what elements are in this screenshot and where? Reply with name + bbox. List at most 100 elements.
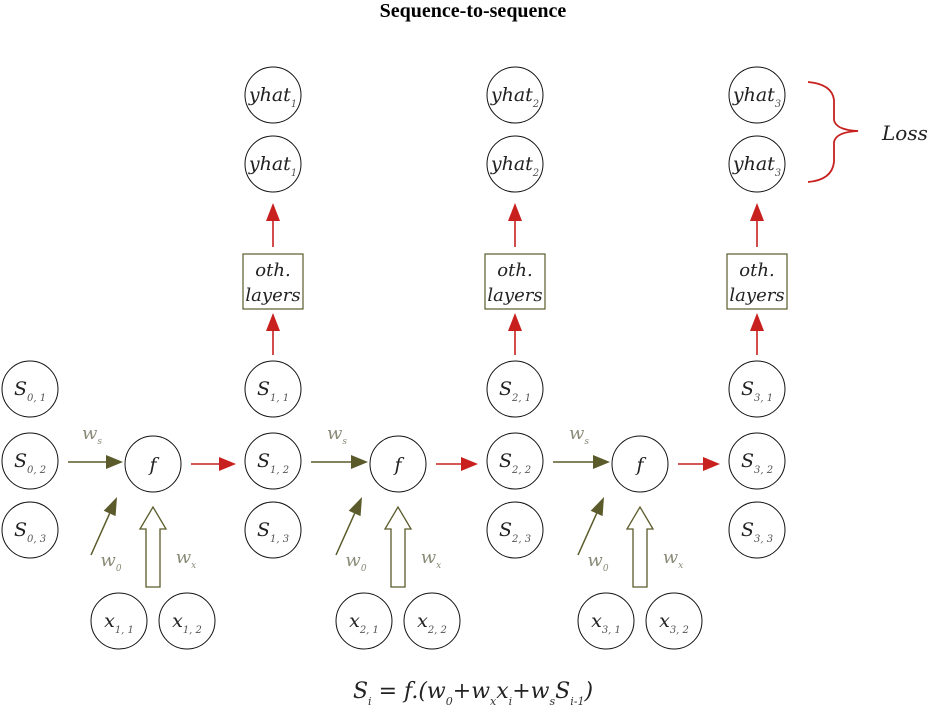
output-node-1-upper-label: yhat1	[248, 84, 297, 110]
input-node-2-2-circle	[403, 592, 461, 650]
state-node-3-1-label: S3, 1	[741, 378, 773, 404]
state-weight-arrow-2	[311, 455, 368, 469]
layers-to-output-arrow-1	[266, 203, 280, 247]
state-to-layers-arrow-3	[750, 313, 764, 355]
state-weight-arrow-3	[553, 455, 610, 469]
state-node-1-1-circle	[244, 360, 302, 418]
state-node-1-1: S1, 1	[244, 360, 302, 418]
other-layers-line1-2: oth.	[497, 260, 532, 281]
function-label-1: f	[147, 454, 159, 476]
output-state-arrow-2	[436, 457, 478, 471]
state-node-1-3-label: S1, 3	[257, 519, 289, 545]
state-weight-label-2: ws	[327, 423, 347, 447]
initial-state-node-2-circle	[1, 432, 59, 490]
input-node-3-2: x3, 2	[645, 592, 703, 650]
function-node-3: f	[611, 435, 669, 493]
bias-weight-arrow-2	[335, 497, 362, 556]
function-label-3: f	[634, 454, 646, 476]
output-node-1-upper: yhat1	[244, 66, 302, 124]
other-layers-line1-3: oth.	[739, 260, 774, 281]
state-weight-label-1: ws	[82, 423, 102, 447]
output-node-3-lower-label: yhat3	[732, 153, 781, 179]
other-layers-line2-3: layers	[729, 285, 784, 306]
input-node-3-1: x3, 1	[577, 592, 635, 650]
state-node-2-1-circle	[486, 360, 544, 418]
initial-state-node-3-label: S0, 3	[14, 519, 46, 545]
layers-to-output-arrow-2	[508, 203, 522, 247]
output-node-2-lower: yhat2	[486, 135, 544, 193]
loss-brace	[807, 81, 859, 183]
diagram-title: Sequence-to-sequence	[380, 0, 567, 22]
input-weight-label-2: wx	[421, 547, 442, 571]
state-to-layers-arrow-2	[508, 313, 522, 355]
bias-weight-arrow-3	[577, 497, 604, 556]
state-node-2-2-circle	[486, 432, 544, 490]
input-node-2-1-circle	[335, 592, 393, 650]
state-node-2-3-circle	[486, 501, 544, 559]
bias-weight-arrow-1	[90, 497, 117, 556]
layers-to-output-arrow-3	[750, 203, 764, 247]
state-node-1-2: S1, 2	[244, 432, 302, 490]
initial-state-node-1: S0, 1	[1, 360, 59, 418]
input-node-2-1-label: x2, 1	[349, 610, 379, 636]
output-node-3-lower: yhat3	[728, 135, 786, 193]
state-weight-arrow-1	[68, 455, 123, 469]
output-state-arrow-1	[191, 457, 236, 471]
input-node-2-2: x2, 2	[403, 592, 461, 650]
bias-weight-label-2: w0	[345, 550, 366, 574]
state-node-1-3-circle	[244, 501, 302, 559]
other-layers-box-1: oth.layers	[242, 253, 304, 310]
state-node-3-3-label: S3, 3	[741, 519, 773, 545]
state-node-3-1: S3, 1	[728, 360, 786, 418]
initial-state-node-1-circle	[1, 360, 59, 418]
loss-label: Loss	[881, 121, 928, 145]
state-node-1-1-label: S1, 1	[257, 378, 289, 404]
input-weight-arrow-1	[138, 505, 168, 588]
input-node-1-1-label: x1, 1	[104, 610, 134, 636]
output-node-3-upper-label: yhat3	[732, 84, 781, 110]
state-node-2-2-label: S2, 2	[499, 450, 531, 476]
state-node-3-2-label: S3, 2	[741, 450, 773, 476]
other-layers-line2-2: layers	[487, 285, 542, 306]
function-node-2: f	[369, 435, 427, 493]
state-node-1-3: S1, 3	[244, 501, 302, 559]
output-node-1-lower-label: yhat1	[248, 153, 297, 179]
input-node-2-1: x2, 1	[335, 592, 393, 650]
output-node-1-lower: yhat1	[244, 135, 302, 193]
input-node-1-2-label: x1, 2	[172, 610, 202, 636]
input-node-3-2-label: x3, 2	[659, 610, 689, 636]
state-node-3-2-circle	[728, 432, 786, 490]
input-node-1-1: x1, 1	[90, 592, 148, 650]
input-node-1-2-circle	[158, 592, 216, 650]
other-layers-box-2: oth. layers	[484, 253, 546, 310]
output-node-2-upper-label: yhat2	[490, 84, 539, 110]
output-node-2-lower-label: yhat2	[490, 153, 539, 179]
initial-state-node-3: S0, 3	[1, 501, 59, 559]
state-weight-label-3: ws	[569, 423, 589, 447]
state-node-1-2-label: S1, 2	[257, 450, 289, 476]
state-node-2-2: S2, 2	[486, 432, 544, 490]
function-label-2: f	[392, 454, 404, 476]
input-node-2-2-label: x2, 2	[417, 610, 447, 636]
output-state-arrow-3	[678, 457, 720, 471]
bias-weight-label-1: w0	[100, 550, 121, 574]
state-node-1-2-circle	[244, 432, 302, 490]
input-node-3-1-label: x3, 1	[591, 610, 621, 636]
state-node-3-3-circle	[728, 501, 786, 559]
state-node-2-1-label: S2, 1	[499, 378, 531, 404]
state-node-2-1: S2, 1	[486, 360, 544, 418]
output-node-3-upper-circle	[728, 66, 786, 124]
state-node-2-3-label: S2, 3	[499, 519, 531, 545]
output-node-3-lower-circle	[728, 135, 786, 193]
output-node-2-lower-circle	[486, 135, 544, 193]
output-node-2-upper: yhat2	[486, 66, 544, 124]
state-node-2-3: S2, 3	[486, 501, 544, 559]
other-layers-line1-1: oth.	[255, 260, 290, 281]
initial-state-node-2-label: S0, 2	[14, 450, 46, 476]
input-node-3-2-circle	[645, 592, 703, 650]
input-weight-arrow-3	[625, 505, 655, 588]
formula-text: Si = f.(w0+wxxi+wsSi-1)	[353, 679, 593, 705]
other-layers-box-3: oth. layers	[726, 253, 788, 310]
input-node-1-1-circle	[90, 592, 148, 650]
input-weight-label-3: wx	[663, 547, 684, 571]
